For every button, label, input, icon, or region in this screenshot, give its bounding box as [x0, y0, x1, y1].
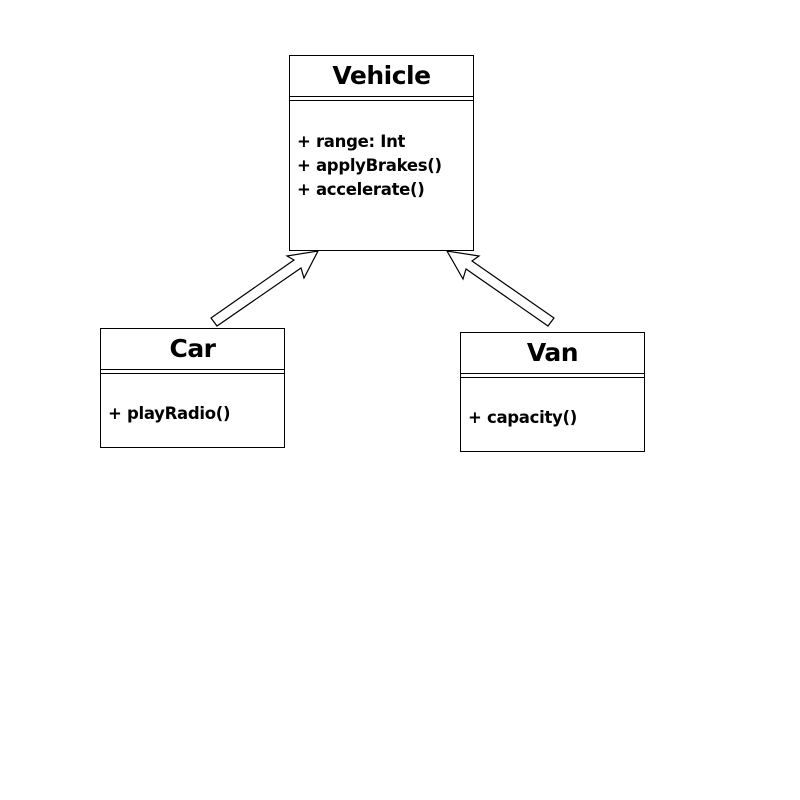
car-class-divider [101, 369, 284, 374]
van-class-members: + capacity() [461, 378, 644, 430]
car-class-members: + playRadio() [101, 374, 284, 426]
van-member-capacity: + capacity() [468, 408, 577, 427]
car-class-name: Car [169, 334, 216, 363]
vehicle-class-name: Vehicle [332, 61, 431, 90]
vehicle-member-accelerate: + accelerate() [297, 180, 425, 199]
van-class-box: Van + capacity() [460, 332, 645, 452]
vehicle-class-box: Vehicle + range: Int + applyBrakes() + a… [289, 55, 474, 251]
van-class-divider [461, 373, 644, 378]
vehicle-class-members: + range: Int + applyBrakes() + accelerat… [290, 101, 473, 202]
vehicle-member-apply-brakes: + applyBrakes() [297, 156, 442, 175]
van-class-name: Van [526, 338, 579, 367]
car-to-vehicle-generalization-arrow [210, 250, 320, 327]
van-to-vehicle-generalization-arrow [445, 250, 555, 327]
car-member-play-radio: + playRadio() [108, 404, 231, 423]
vehicle-member-range: + range: Int [297, 132, 406, 151]
car-class-box: Car + playRadio() [100, 328, 285, 448]
vehicle-class-divider [290, 96, 473, 101]
